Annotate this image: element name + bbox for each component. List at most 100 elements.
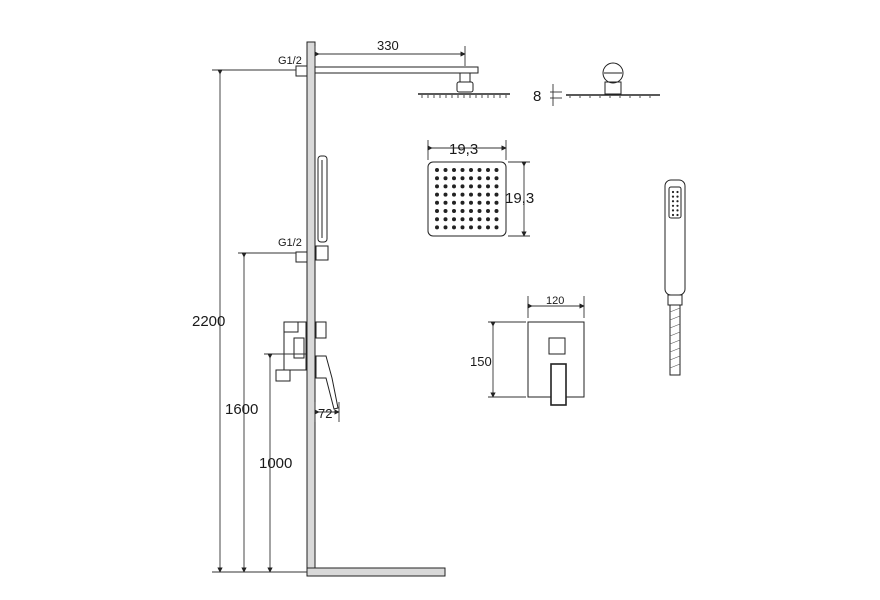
nozzle-dot <box>460 217 465 222</box>
nozzle-dot <box>494 176 499 181</box>
mixer-plate-front: 120 150 <box>470 295 585 406</box>
mixer-depth-label: 72 <box>318 406 332 421</box>
nozzle-dot <box>452 217 456 222</box>
nozzle-dot <box>435 184 439 189</box>
nozzle-dot <box>460 209 465 213</box>
hose-pattern <box>669 307 681 369</box>
nozzle-dot <box>486 168 490 172</box>
nozzle-dot <box>477 192 482 197</box>
nozzle-dot <box>494 225 499 230</box>
hand-nozzle-dot <box>671 200 675 203</box>
nozzle-dot <box>469 184 473 189</box>
hose <box>669 304 681 376</box>
nozzle-dot <box>435 168 439 172</box>
nozzle-dot <box>477 176 482 181</box>
head-height-label: 19,3 <box>505 190 534 207</box>
valve-cartridge <box>293 337 305 359</box>
nozzle-dot <box>494 217 499 222</box>
nozzle-dot <box>469 192 473 197</box>
nozzle-dot <box>452 168 456 172</box>
head-nozzle-grid <box>435 168 499 230</box>
nozzle-dot <box>452 200 456 205</box>
hand-nozzle-dot <box>671 204 675 207</box>
nozzle-dot <box>435 200 439 205</box>
hand-nozzle-dot <box>671 209 675 212</box>
nozzle-dot <box>477 184 482 189</box>
nozzle-dot <box>460 176 465 181</box>
valve-side-port <box>275 369 291 382</box>
arm-length-label: 330 <box>377 38 399 53</box>
nozzle-dot <box>477 209 482 213</box>
hand-nozzle-dot <box>671 213 675 217</box>
nozzle-dot <box>494 184 499 189</box>
nozzle-dot <box>486 184 490 189</box>
shower-arm-assembly: 330 G1/2 <box>278 38 510 98</box>
hand-nozzle-dot <box>676 204 679 207</box>
hand-nozzle-dot <box>671 195 675 198</box>
hand-nozzle-dot <box>676 195 679 198</box>
nozzle-dot <box>443 168 448 172</box>
hand-shower-body-side <box>317 155 328 243</box>
hand-shower-side: G1/2 <box>278 155 329 263</box>
head-nozzles-side <box>421 95 507 98</box>
nozzle-dot <box>452 176 456 181</box>
nozzle-dot <box>443 184 448 189</box>
head-front-nozzles <box>569 96 651 98</box>
thread-mid-label: G1/2 <box>278 237 302 249</box>
nozzle-dot <box>460 168 465 172</box>
hand-shower-front <box>664 179 686 376</box>
wall-connector-top <box>295 65 308 77</box>
nozzle-dot <box>435 217 439 222</box>
nozzle-dot <box>469 200 473 205</box>
nozzle-dot <box>435 176 439 181</box>
shower-head-front-view: 8 <box>533 62 660 106</box>
ball-joint <box>602 62 624 84</box>
valve-body <box>283 321 307 371</box>
nozzle-dot <box>452 184 456 189</box>
thread-top-label: G1/2 <box>278 55 302 67</box>
mixer-lever-side <box>315 355 339 410</box>
hand-shower-spray-face <box>668 186 682 219</box>
hand-shower-cone <box>667 294 683 306</box>
nozzle-dot <box>494 192 499 197</box>
nozzle-dot <box>477 168 482 172</box>
hand-nozzle-dot <box>676 213 679 217</box>
arm-elbow <box>459 72 471 83</box>
shower-arm <box>314 66 479 74</box>
nozzle-dot <box>486 200 490 205</box>
floor-strip <box>306 567 446 577</box>
wall-section <box>306 41 446 577</box>
nozzle-dot <box>486 192 490 197</box>
wall-connector-mid <box>295 251 308 263</box>
nozzle-dot <box>494 168 499 172</box>
height-total-label: 2200 <box>192 313 225 330</box>
nozzle-dot <box>469 225 473 230</box>
hand-nozzle-dot <box>676 209 679 212</box>
nozzle-dot <box>469 209 473 213</box>
nozzle-dot <box>460 225 465 230</box>
hand-nozzle-dot <box>676 190 679 194</box>
plate-width-label: 120 <box>546 295 564 307</box>
shower-head-top-view: 19,3 19,3 <box>427 140 534 237</box>
nozzle-dot <box>443 225 448 230</box>
head-square <box>427 161 507 237</box>
nozzle-dot <box>477 225 482 230</box>
head-mount <box>456 81 474 93</box>
nozzle-dot <box>460 200 465 205</box>
nozzle-dot <box>494 200 499 205</box>
nozzle-dot <box>486 225 490 230</box>
nozzle-dot <box>452 192 456 197</box>
hand-shower-nozzles <box>671 190 679 217</box>
nozzle-dot <box>435 192 439 197</box>
wall-holder <box>315 245 329 261</box>
nozzle-dot <box>486 209 490 213</box>
head-thickness-label: 8 <box>533 88 541 105</box>
nozzle-dot <box>460 184 465 189</box>
nozzle-dot <box>435 225 439 230</box>
nozzle-dot <box>452 225 456 230</box>
nozzle-dot <box>443 200 448 205</box>
nozzle-dot <box>435 209 439 213</box>
nozzle-dot <box>477 200 482 205</box>
nozzle-dot <box>477 217 482 222</box>
